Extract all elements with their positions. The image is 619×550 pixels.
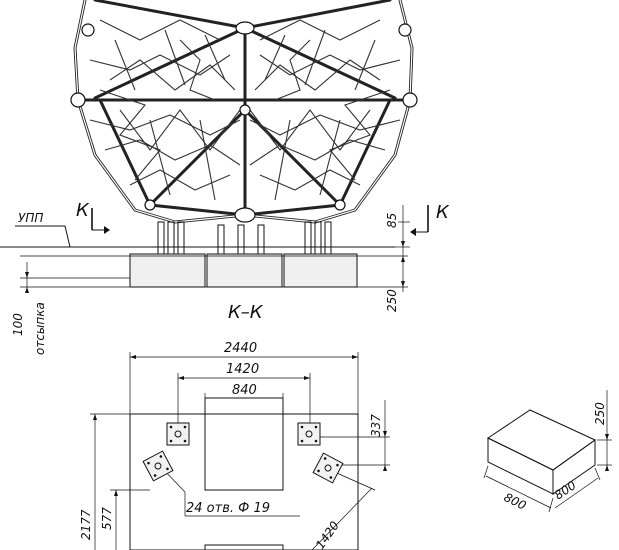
block-dim-800-right: 800 (552, 478, 579, 503)
dim-85: 85 (385, 213, 399, 228)
block-dim-800-left: 800 (502, 490, 529, 513)
dome-nodes (70, 21, 418, 223)
section-mark-left (91, 208, 110, 234)
anchor-plates (142, 422, 344, 484)
dim-100: 100 (11, 313, 25, 336)
dim-840: 840 (232, 383, 257, 398)
support-posts (157, 221, 332, 255)
foundation-block-isometric (483, 390, 612, 513)
dim-2440: 2440 (224, 341, 257, 356)
section-letter-right: К (436, 202, 450, 223)
offset-dim (25, 262, 29, 293)
holes-note: 24 отв. Ф 19 (186, 501, 270, 516)
foundation-blocks-elevation (129, 253, 358, 288)
elevation-vertical-dims (395, 205, 410, 292)
dim-250-elevation: 250 (385, 289, 399, 312)
section-title: К–К (228, 302, 264, 323)
rope-net (89, 19, 401, 201)
dome-structure (70, 0, 418, 288)
offset-label: отсыпка (33, 302, 47, 355)
dim-337: 337 (369, 414, 383, 437)
dim-1420-top: 1420 (226, 362, 259, 377)
plan-view (90, 352, 390, 550)
block-dim-250: 250 (593, 402, 607, 425)
ground-label: УПП (18, 211, 43, 225)
dim-577: 577 (100, 507, 114, 530)
ground-levels (0, 225, 408, 288)
section-letter-left: К (76, 200, 90, 221)
section-mark-right (410, 205, 429, 236)
dim-2177: 2177 (79, 509, 93, 540)
